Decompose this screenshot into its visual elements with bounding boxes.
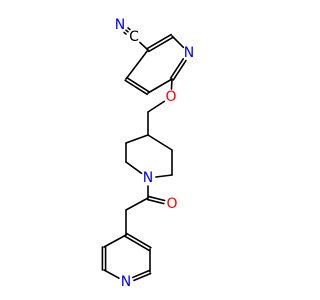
bond-n_pyridine_top-c3-line-1 <box>169 58 185 79</box>
atom-label-n_piperidine: N <box>143 170 153 186</box>
bond-c2-n_pyridine_top <box>171 35 185 49</box>
bond-pip_c4-pip_ra <box>147 134 173 151</box>
bond-c_carbonyl-o_carbonyl-line-0 <box>147 195 166 202</box>
bond-py_br-n_pyridine_bottom-line-0 <box>133 272 152 282</box>
bond-c_carbonyl-ch2b <box>125 197 149 211</box>
atom-label-background-o_carbonyl <box>165 197 179 211</box>
atom-label-background-n_piperidine <box>141 171 155 185</box>
bond-o_ether-ch2a <box>147 100 166 113</box>
atom-label-background-n_nitrile <box>113 18 127 32</box>
bond-c4-c5-line-0 <box>124 79 148 96</box>
bond-py_tl-py_top <box>103 234 127 248</box>
atom-label-background-o_ether <box>164 90 178 104</box>
atom-label-n_pyridine_bottom: N <box>121 274 131 290</box>
bond-py_br-n_pyridine_bottom-line-1 <box>131 269 151 279</box>
atom-label-background-n_pyridine_bottom <box>119 275 133 289</box>
bond-c3-c4 <box>147 78 173 94</box>
bond-c1-c2-line-1 <box>148 36 174 53</box>
atom-label-o_ether: O <box>165 89 176 105</box>
bond-py_top-py_tr-line-0 <box>126 232 152 249</box>
bond-pip_la-pip_c4 <box>125 134 149 144</box>
bond-c5-c1 <box>125 49 149 80</box>
bond-n_pyridine_top-c3-line-0 <box>172 59 187 81</box>
atom-label-c_nitrile: C <box>129 29 139 45</box>
bond-n_nitrile-c_nitrile-line-0 <box>127 27 131 31</box>
bond-pip_rb-n_piperidine <box>155 174 173 178</box>
bond-n_piperidine-pip_lb <box>125 161 143 175</box>
bond-n_nitrile-c_nitrile-line-1 <box>125 29 129 33</box>
bond-c4-c5-line-1 <box>126 76 150 93</box>
atom-label-background-c_nitrile <box>127 30 141 44</box>
bond-c3-o_ether <box>170 78 173 90</box>
bond-n_pyridine_bottom-py_bl <box>103 269 120 279</box>
bond-n_nitrile-c_nitrile-line-2 <box>123 31 127 35</box>
atom-label-n_nitrile: N <box>115 17 125 33</box>
atom-label-n_pyridine_top: N <box>184 45 194 61</box>
bond-c_carbonyl-o_carbonyl-line-1 <box>146 198 165 205</box>
atom-label-background-n_pyridine_top <box>182 46 196 60</box>
bond-py_top-py_tr-line-1 <box>124 235 150 252</box>
bond-layer <box>101 27 187 282</box>
atom-label-o_carbonyl: O <box>166 196 177 212</box>
bond-c1-c2-line-0 <box>146 33 172 50</box>
